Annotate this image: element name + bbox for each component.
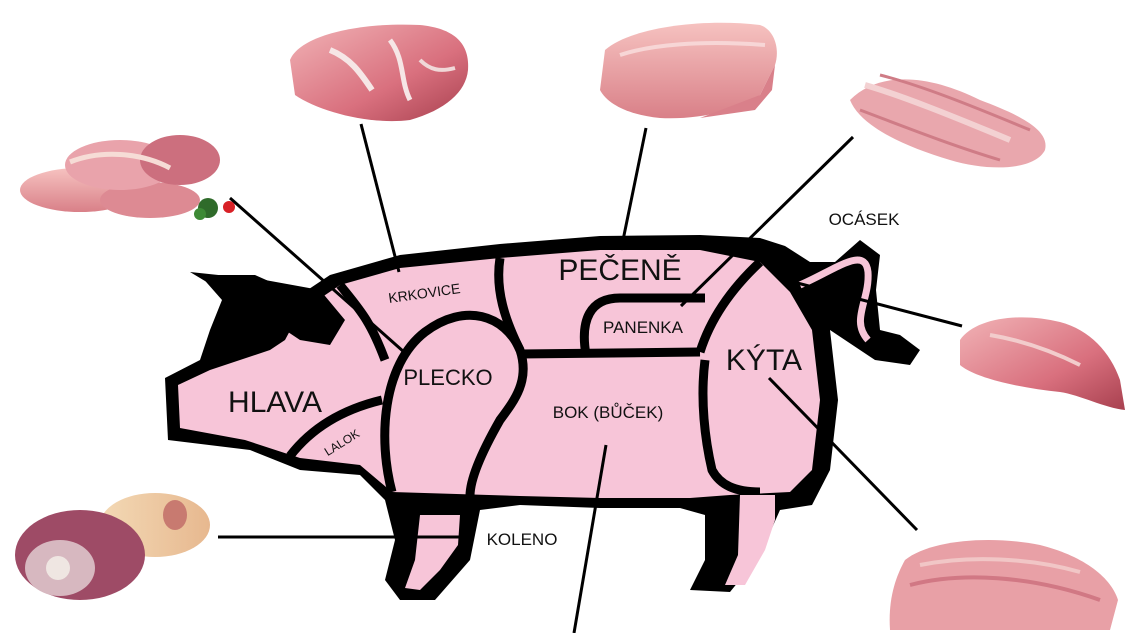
label-bok: BOK (BŮČEK) — [553, 403, 664, 422]
kyta-photo — [890, 540, 1118, 630]
label-kyta: KÝTA — [726, 344, 802, 377]
label-ocasek: OCÁSEK — [829, 210, 901, 229]
pecene-photo — [600, 23, 777, 118]
label-hlava: HLAVA — [228, 386, 322, 419]
ocasek-photo — [960, 317, 1125, 410]
label-pecene: PEČENĚ — [558, 253, 681, 287]
plecko-photo — [20, 135, 235, 220]
label-panenka: PANENKA — [603, 318, 684, 337]
label-plecko: PLECKO — [403, 365, 492, 390]
krkovice-photo — [290, 25, 468, 122]
panenka-photo — [850, 75, 1046, 167]
koleno-photo — [15, 493, 210, 600]
label-koleno: KOLENO — [487, 530, 558, 549]
